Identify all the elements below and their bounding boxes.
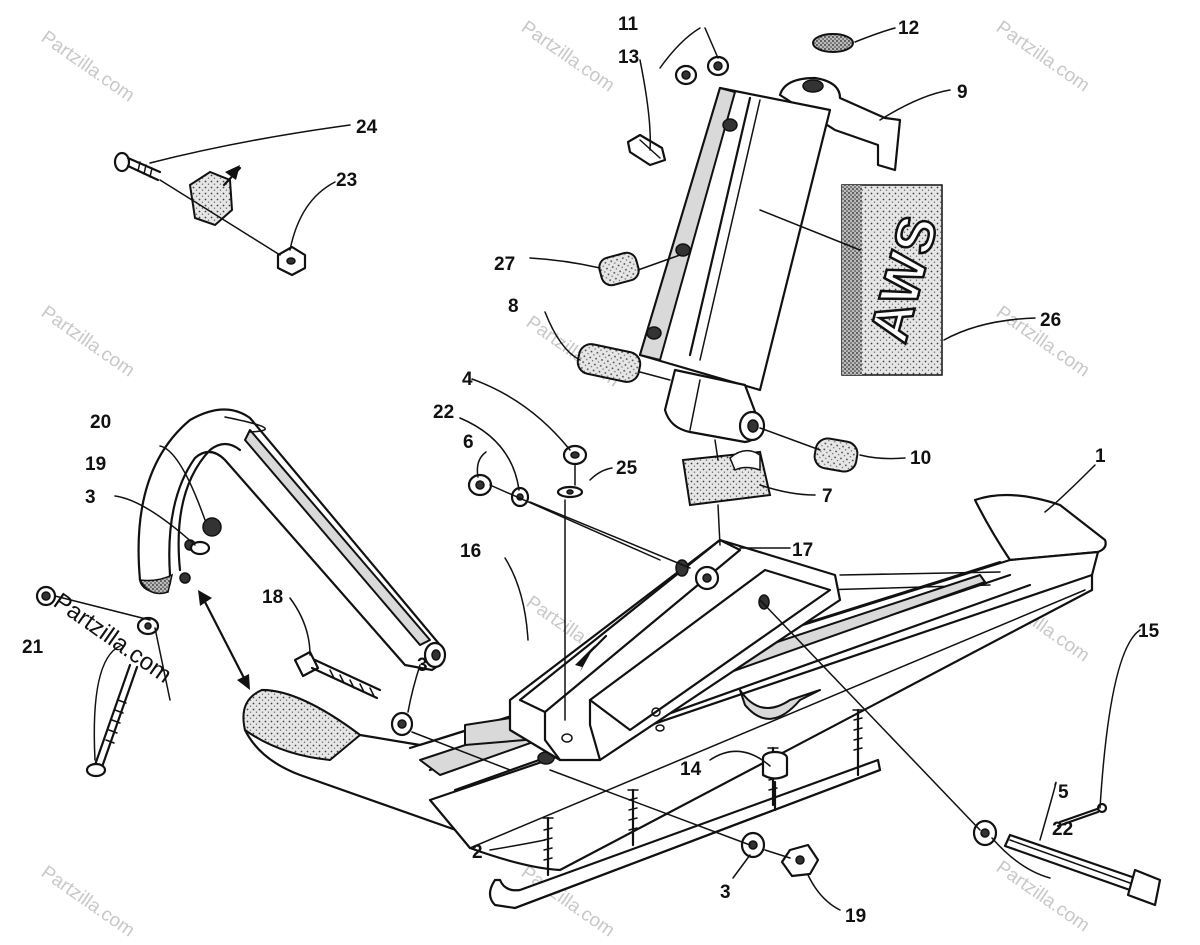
washer-17: [694, 565, 720, 591]
shock-nuts: [674, 55, 730, 86]
callout-17: 17: [792, 540, 813, 561]
callout-1: 1: [1095, 446, 1106, 467]
callout-23: 23: [336, 170, 357, 191]
nut-23: [276, 245, 307, 277]
callout-2: 2: [472, 842, 483, 863]
washer-25: [556, 485, 584, 499]
cotter-pin: [1056, 802, 1108, 828]
bolt-21: [85, 663, 139, 778]
watermark-text: Partzilla.com: [37, 27, 138, 107]
bolt-5: [1003, 833, 1162, 907]
assembly-arrow: [198, 590, 250, 690]
callout-11: 11: [618, 14, 639, 35]
callout-22: 22: [1052, 819, 1073, 840]
callout-19: 19: [85, 454, 106, 475]
watermark-text: Partzilla.com: [517, 17, 618, 97]
watermark-text: Partzilla.com: [37, 862, 138, 940]
rubber-block: [681, 449, 772, 507]
callout-12: 12: [898, 18, 919, 39]
bracket-24: [188, 165, 242, 227]
washer-3-bottom: [740, 831, 766, 859]
callout-20: 20: [90, 412, 111, 433]
bumper-14: [761, 750, 789, 812]
callout-26: 26: [1040, 310, 1061, 331]
watermark-text: Partzilla.com: [992, 17, 1093, 97]
bushing-10: [813, 437, 859, 473]
bushing-8: [576, 343, 642, 383]
callout-5: 5: [1058, 782, 1069, 803]
callout-25: 25: [616, 458, 638, 479]
callout-8: 8: [508, 296, 519, 317]
cap: [812, 33, 854, 53]
nut-handle-left: [35, 585, 57, 607]
callout-19: 19: [845, 906, 866, 927]
nut-19-bottom: [780, 843, 820, 878]
bolt-24: [113, 151, 162, 182]
callout-24: 24: [356, 117, 378, 138]
watermark-text: Partzilla.com: [37, 302, 138, 382]
callout-21: 21: [22, 637, 44, 658]
callout-4: 4: [462, 369, 473, 390]
washer-3-mid: [390, 711, 414, 737]
callout-22: 22: [433, 402, 454, 423]
callout-15: 15: [1138, 621, 1160, 642]
nut-4: [562, 444, 588, 466]
nut-6: [467, 473, 493, 497]
washer-22-right: [972, 819, 998, 847]
ski-handle: [137, 408, 447, 672]
callout-6: 6: [463, 432, 474, 453]
nut-19-handle: [202, 517, 222, 537]
bushing-27: [598, 251, 640, 287]
callout-16: 16: [460, 541, 481, 562]
callout-10: 10: [910, 448, 931, 469]
leader-lines: [54, 27, 1141, 911]
callout-3: 3: [85, 487, 96, 508]
callout-27: 27: [494, 254, 515, 275]
shock-absorber: AWS: [576, 76, 951, 473]
bolt-18: [293, 650, 382, 700]
washer-handle-left: [136, 616, 160, 636]
callout-14: 14: [680, 759, 702, 780]
washer-22-left: [510, 486, 530, 508]
callout-13: 13: [618, 47, 639, 68]
aws-decal: AWS: [841, 184, 951, 376]
callout-9: 9: [957, 82, 968, 103]
callout-3: 3: [417, 655, 428, 676]
callouts: 1 2 3 3 3 4 5 6 7 8 9 10 11 12 13 14 15 …: [22, 14, 1160, 927]
grease-fitting: [626, 133, 667, 167]
callout-18: 18: [262, 587, 283, 608]
callout-7: 7: [822, 486, 833, 507]
callout-3: 3: [720, 882, 731, 903]
